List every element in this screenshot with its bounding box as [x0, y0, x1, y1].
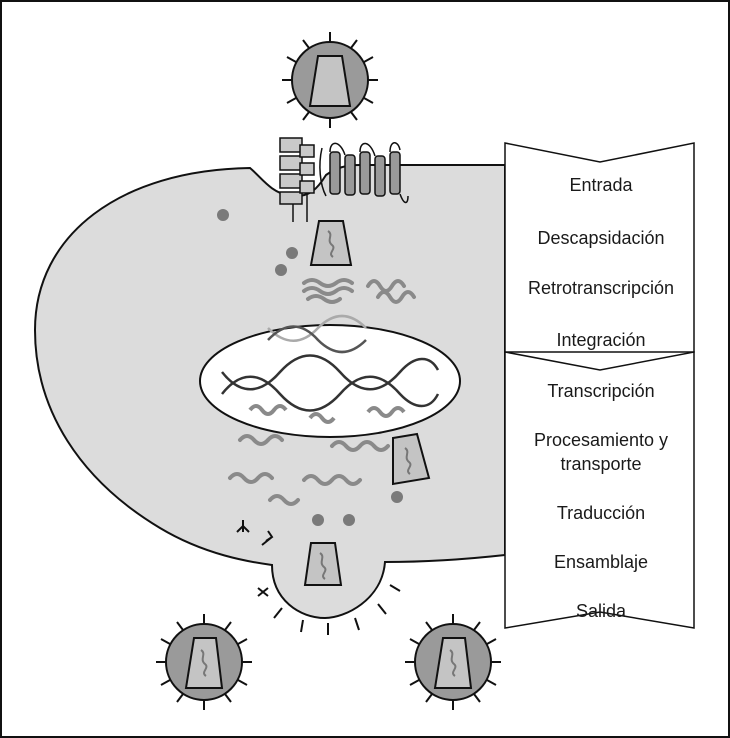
stage-label-integracion: Integración	[556, 330, 646, 350]
incoming-virion	[291, 41, 369, 119]
reverse-transcription-products	[228, 278, 416, 506]
uncoating-capsid	[309, 220, 353, 266]
released-virion-left	[165, 623, 243, 701]
envelope-spikes	[236, 520, 401, 635]
released-virion-right	[414, 623, 492, 701]
assembling-capsid	[392, 432, 431, 486]
stage-label-salida: Salida	[575, 601, 627, 621]
integrated-provirus	[221, 314, 440, 424]
viral-proteins	[217, 209, 403, 526]
stage-label-procesamiento-transporte: Procesamiento y transporte	[533, 430, 669, 474]
budding-capsid	[303, 542, 343, 586]
stage-label-entrada: Entrada	[569, 175, 633, 195]
stage-label-transcripcion: Transcripción	[547, 381, 655, 401]
stage-label-ensamblaje: Ensamblaje	[553, 552, 649, 572]
stage-column-lower	[504, 351, 695, 629]
stage-label-descapsidacion: Descapsidación	[537, 228, 665, 248]
stage-label-traduccion: Traducción	[556, 503, 646, 523]
virion-spikes	[156, 32, 501, 710]
cd4-receptor	[279, 137, 315, 222]
stage-column-upper	[504, 142, 695, 353]
coreceptor	[319, 142, 409, 204]
stage-label-retrotranscripcion: Retrotranscripción	[527, 278, 675, 298]
